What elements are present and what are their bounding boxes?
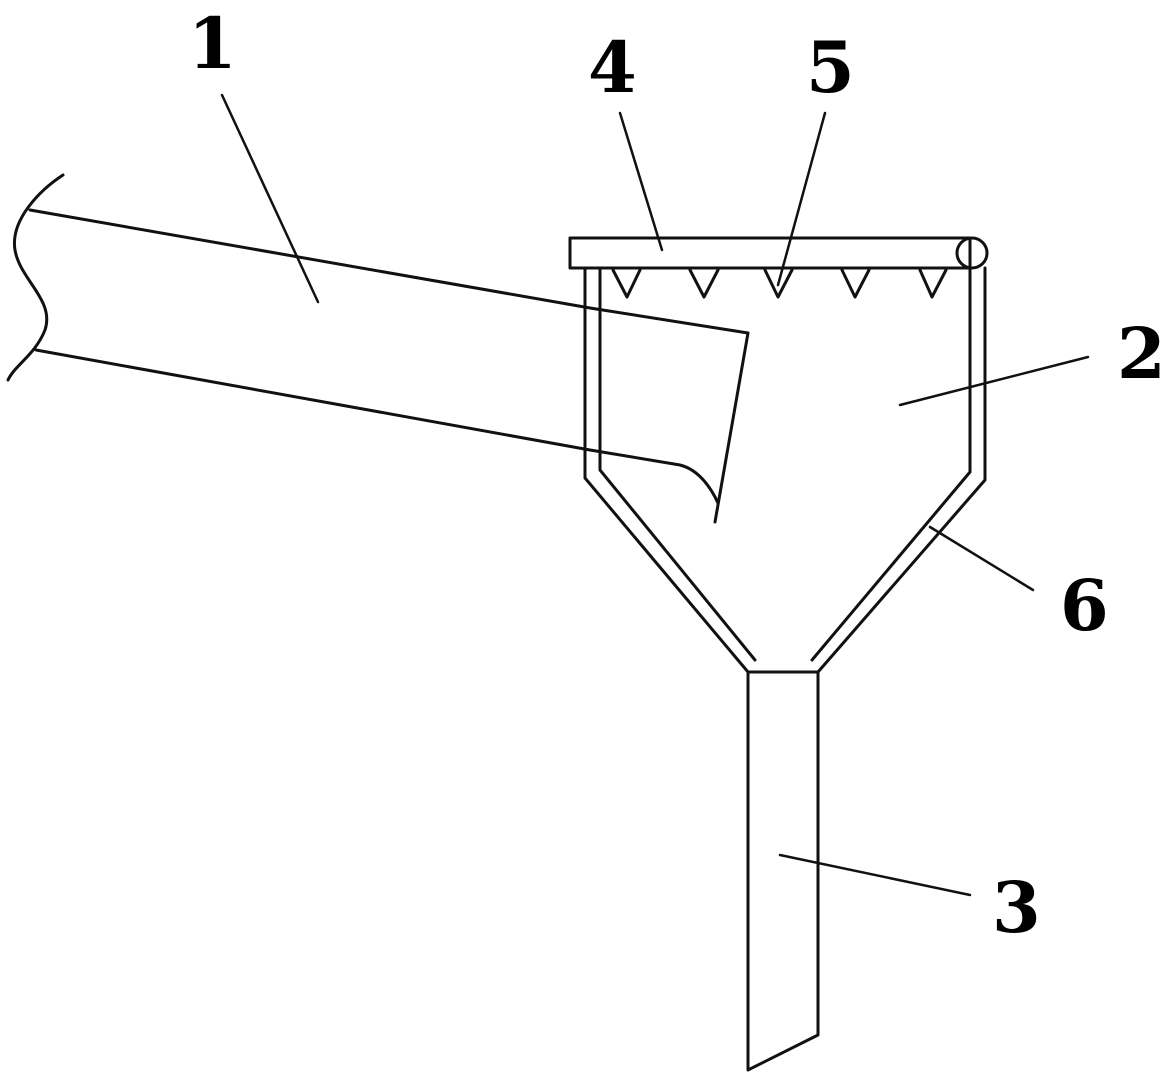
leader-5 [776,111,827,287]
spike [611,268,642,299]
label-4: 4 [588,26,637,109]
lid-hinge [955,236,989,270]
lid-plate-rect [568,236,972,270]
spike [688,268,720,299]
leader-lines [220,93,1090,897]
feed-pipe-bottom-edge [34,348,720,505]
feed-pipe-outlet-edge [713,331,750,524]
leader-6 [928,525,1035,592]
label-3: 3 [992,866,1041,949]
discharge-tube [746,670,820,1072]
spike [840,268,871,299]
spike [763,268,794,299]
feed-pipe-broken-end [6,173,65,382]
spike [918,268,948,299]
label-5: 5 [806,26,855,109]
label-2: 2 [1117,312,1166,395]
lid-plate [568,236,989,270]
leader-1 [220,93,320,304]
funnel-outer-wall [583,266,987,674]
label-1: 1 [188,2,237,85]
leader-3 [778,853,972,897]
discharge-tube-outline [746,670,820,1072]
label-6: 6 [1060,564,1109,647]
feed-pipe [6,173,750,524]
reference-labels: 1 4 5 2 6 3 [188,2,1166,949]
feed-pipe-top-edge [28,208,750,335]
funnel-inner-wall [598,266,972,662]
leader-4 [618,111,664,252]
leader-2 [898,355,1090,407]
lid-spikes [611,268,948,299]
funnel-hopper [583,266,987,674]
